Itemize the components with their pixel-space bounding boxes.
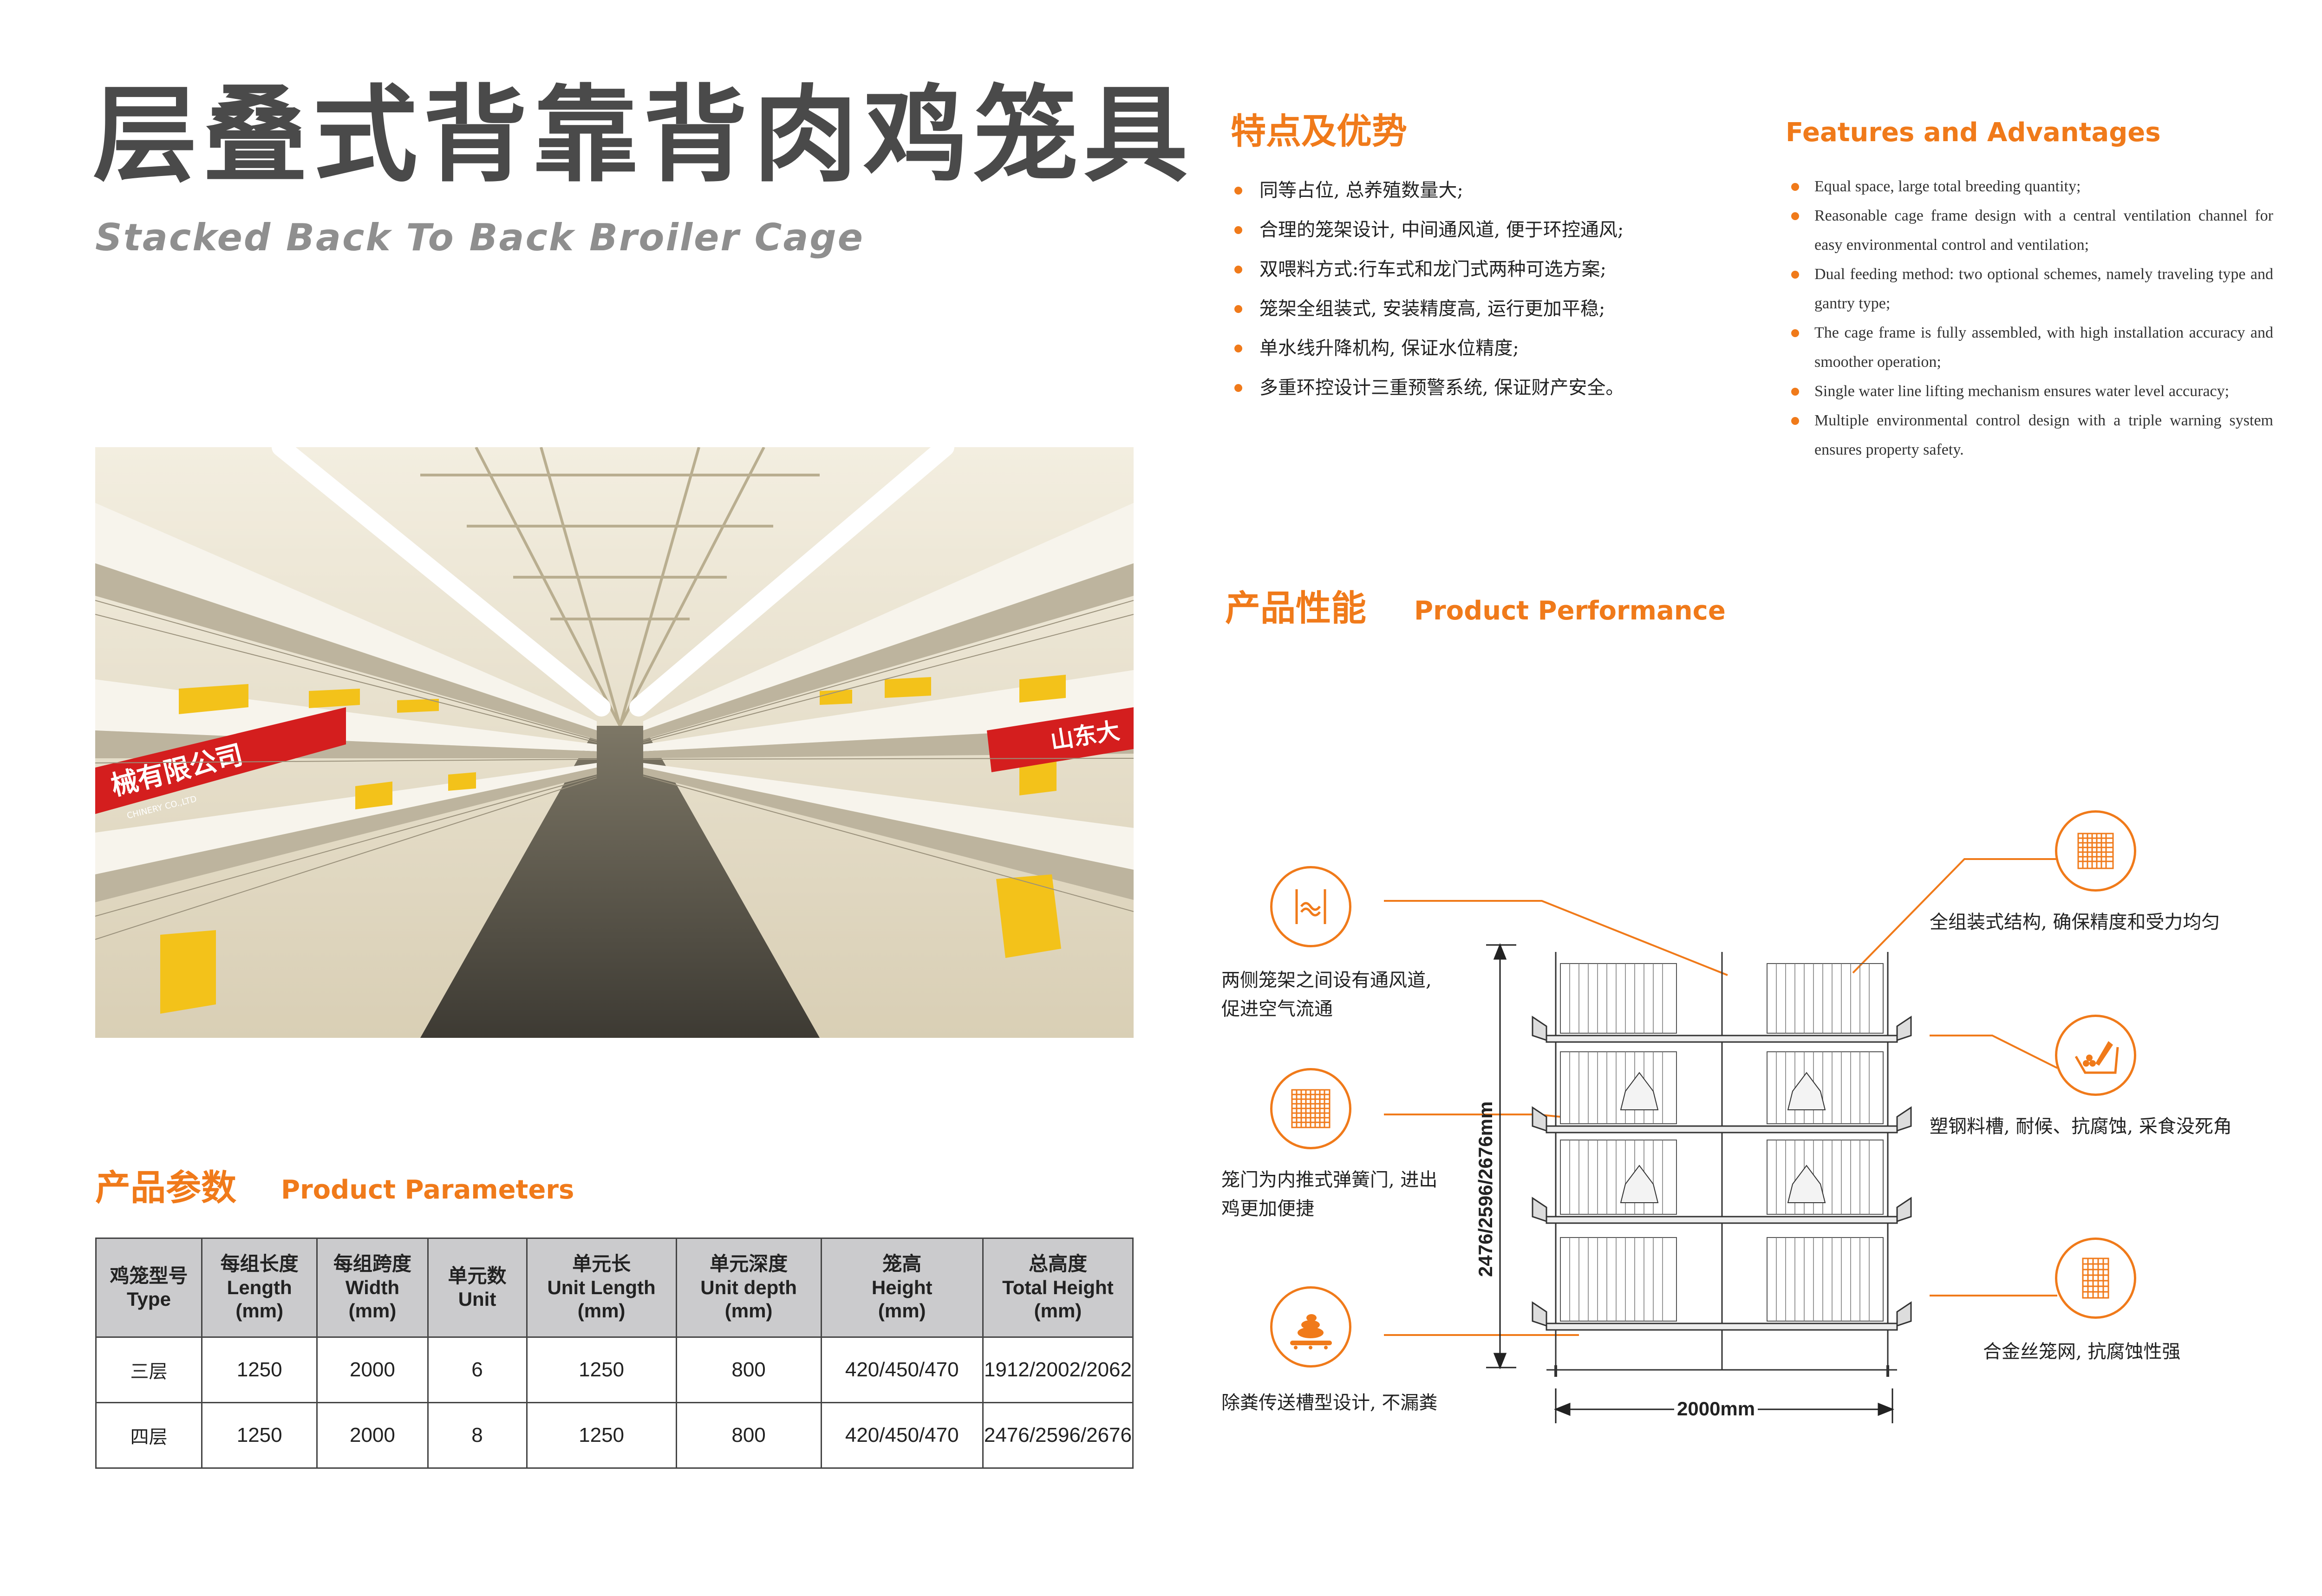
column-header-length: 每组长度 Length (mm) — [201, 1238, 318, 1338]
column-header-total-height: 总高度 Total Height (mm) — [982, 1238, 1134, 1338]
table-cell: 1912/2002/2062 — [982, 1336, 1134, 1403]
annotation-wire-mesh: 合金丝笼网, 抗腐蚀性强 — [1983, 1341, 2181, 1362]
list-item: The cage frame is fully assembled, with … — [1786, 318, 2273, 377]
list-item: 同等占位, 总养殖数量大; — [1231, 179, 1695, 218]
annotation-ventilation: 两侧笼架之间设有通风道, 促进空气流通 — [1221, 970, 1432, 1020]
column-header-unit-depth: 单元深度 Unit depth (mm) — [675, 1238, 822, 1338]
parameters-heading-zh: 产品参数 — [95, 1167, 236, 1208]
list-item: 双喂料方式:行车式和龙门式两种可选方案; — [1231, 258, 1695, 297]
column-header-width: 每组跨度 Width (mm) — [316, 1238, 429, 1338]
manure-belt-icon — [1270, 1286, 1351, 1368]
performance-heading-en: Product Performance — [1414, 596, 1726, 626]
page-subtitle: Stacked Back To Back Broiler Cage — [95, 216, 864, 259]
table-cell: 420/450/470 — [820, 1336, 984, 1403]
list-item: 单水线升降机构, 保证水位精度; — [1231, 337, 1695, 376]
performance-heading-zh: 产品性能 — [1225, 587, 1366, 629]
features-heading-en: Features and Advantages — [1786, 117, 2161, 148]
features-list-en: Equal space, large total breeding quanti… — [1786, 172, 2273, 464]
list-item: Multiple environmental control design wi… — [1786, 406, 2273, 464]
annotation-cage-door: 笼门为内推式弹簧门, 进出 鸡更加便捷 — [1221, 1169, 1438, 1219]
table-cell: 2476/2596/2676 — [982, 1402, 1134, 1469]
list-item: Equal space, large total breeding quanti… — [1786, 172, 2273, 201]
table-cell: 800 — [675, 1402, 822, 1469]
table-cell: 420/450/470 — [820, 1402, 984, 1469]
frame-structure-icon — [2055, 810, 2136, 892]
parameters-heading-en: Product Parameters — [281, 1175, 574, 1205]
table-header-row: 鸡笼型号 Type 每组长度 Length (mm) 每组跨度 Width (m… — [95, 1238, 1134, 1338]
column-header-unit-length: 单元长 Unit Length (mm) — [526, 1238, 677, 1338]
cage-door-icon — [1270, 1068, 1351, 1149]
parameters-table: 鸡笼型号 Type 每组长度 Length (mm) 每组跨度 Width (m… — [95, 1238, 1134, 1469]
wire-mesh-icon — [2055, 1238, 2136, 1319]
table-cell: 8 — [427, 1402, 528, 1469]
annotation-frame-structure: 全组装式结构, 确保精度和受力均匀 — [1930, 912, 2220, 933]
column-header-type: 鸡笼型号 Type — [95, 1238, 202, 1338]
features-list-zh: 同等占位, 总养殖数量大; 合理的笼架设计, 中间通风道, 便于环控通风; 双喂… — [1231, 179, 1695, 416]
table-cell: 1250 — [201, 1336, 318, 1403]
list-item: Reasonable cage frame design with a cent… — [1786, 201, 2273, 260]
dimension-height-label: 2476/2596/2676mm — [1474, 1101, 1496, 1277]
list-item: 笼架全组装式, 安装精度高, 运行更加平稳; — [1231, 297, 1695, 337]
annotation-feed-trough: 塑钢料槽, 耐候、抗腐蚀, 采食没死角 — [1930, 1116, 2232, 1137]
column-header-unit: 单元数 Unit — [427, 1238, 528, 1338]
cage-diagram — [1384, 858, 2058, 1423]
table-cell: 四层 — [95, 1402, 202, 1469]
features-heading-zh: 特点及优势 — [1231, 111, 1407, 152]
table-cell: 1250 — [201, 1402, 318, 1469]
list-item: 合理的笼架设计, 中间通风道, 便于环控通风; — [1231, 218, 1695, 258]
table-cell: 1250 — [526, 1402, 677, 1469]
page-title: 层叠式背靠背肉鸡笼具 — [93, 75, 1194, 196]
table-cell: 三层 — [95, 1336, 202, 1403]
column-header-height: 笼高 Height (mm) — [820, 1238, 984, 1338]
list-item: Dual feeding method: two optional scheme… — [1786, 260, 2273, 318]
annotation-manure-belt: 除粪传送槽型设计, 不漏粪 — [1221, 1392, 1438, 1414]
table-row: 四层 1250 2000 8 1250 800 420/450/470 2476… — [95, 1402, 1134, 1469]
cage-house-photo: 械有限公司 CHINERY CO.,LTD — [95, 447, 1134, 1038]
list-item: 多重环控设计三重预警系统, 保证财产安全。 — [1231, 376, 1695, 416]
ventilation-icon — [1270, 866, 1351, 947]
table-cell: 800 — [675, 1336, 822, 1403]
table-cell: 1250 — [526, 1336, 677, 1403]
table-cell: 2000 — [316, 1336, 429, 1403]
dimension-width-label: 2000mm — [1674, 1398, 1758, 1420]
feed-trough-icon — [2055, 1015, 2136, 1096]
list-item: Single water line lifting mechanism ensu… — [1786, 377, 2273, 406]
table-row: 三层 1250 2000 6 1250 800 420/450/470 1912… — [95, 1336, 1134, 1403]
table-cell: 6 — [427, 1336, 528, 1403]
table-cell: 2000 — [316, 1402, 429, 1469]
